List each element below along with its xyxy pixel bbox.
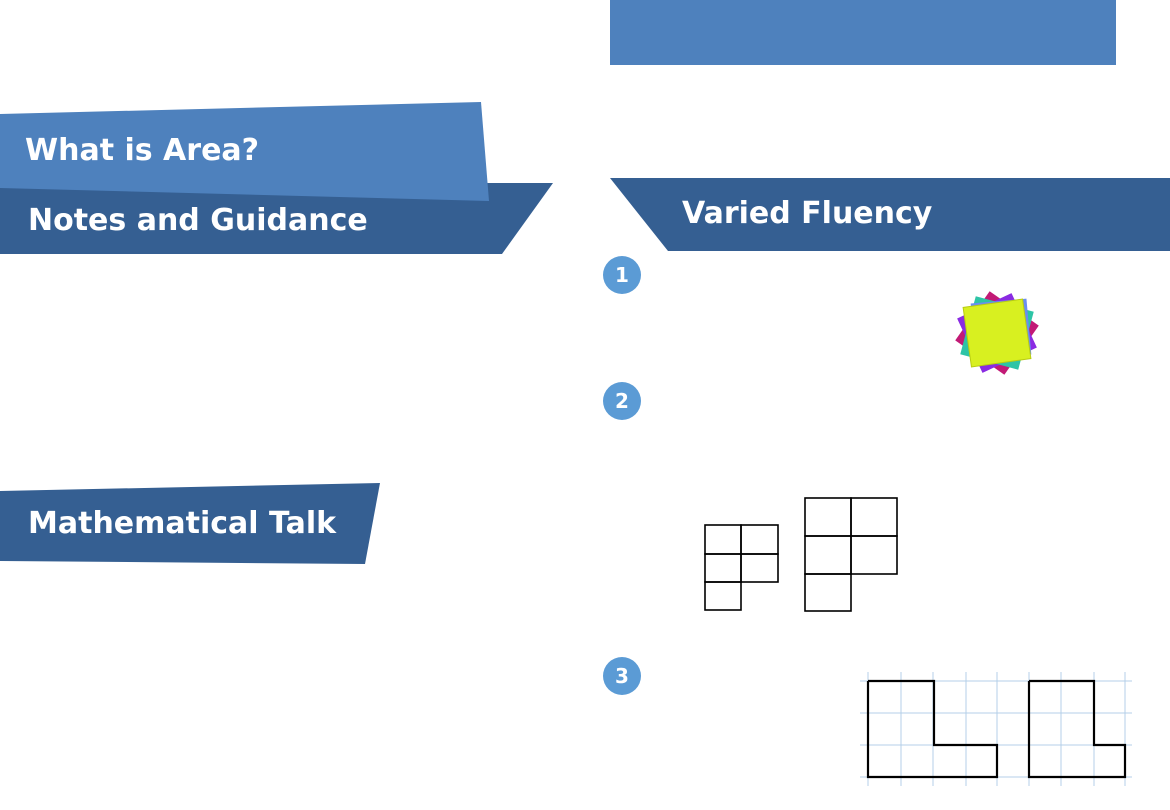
sticky-notes-icon <box>955 291 1039 375</box>
l-shape-left <box>866 679 999 779</box>
title-banner-shape <box>0 102 489 201</box>
header-box <box>610 0 1116 65</box>
page-title: What is Area? <box>25 133 260 168</box>
question-1-badge: 1 <box>603 256 641 294</box>
talk-banner-shape <box>0 483 380 564</box>
notes-banner-shape <box>0 183 553 254</box>
question-2-badge: 2 <box>603 382 641 420</box>
left-banners <box>0 102 553 254</box>
shape-b <box>804 497 898 612</box>
fluency-banner-shape <box>610 178 1170 251</box>
talk-banner-svg <box>0 483 380 564</box>
fluency-banner-svg <box>610 178 1170 251</box>
notes-heading: Notes and Guidance <box>28 203 368 238</box>
talk-heading: Mathematical Talk <box>28 506 337 541</box>
question-3-grid <box>860 672 1132 786</box>
fluency-heading: Varied Fluency <box>682 196 933 231</box>
l-shape-right <box>1027 679 1127 779</box>
question-2-shapes <box>704 497 898 612</box>
question-3-badge: 3 <box>603 657 641 695</box>
shape-a <box>704 524 779 611</box>
